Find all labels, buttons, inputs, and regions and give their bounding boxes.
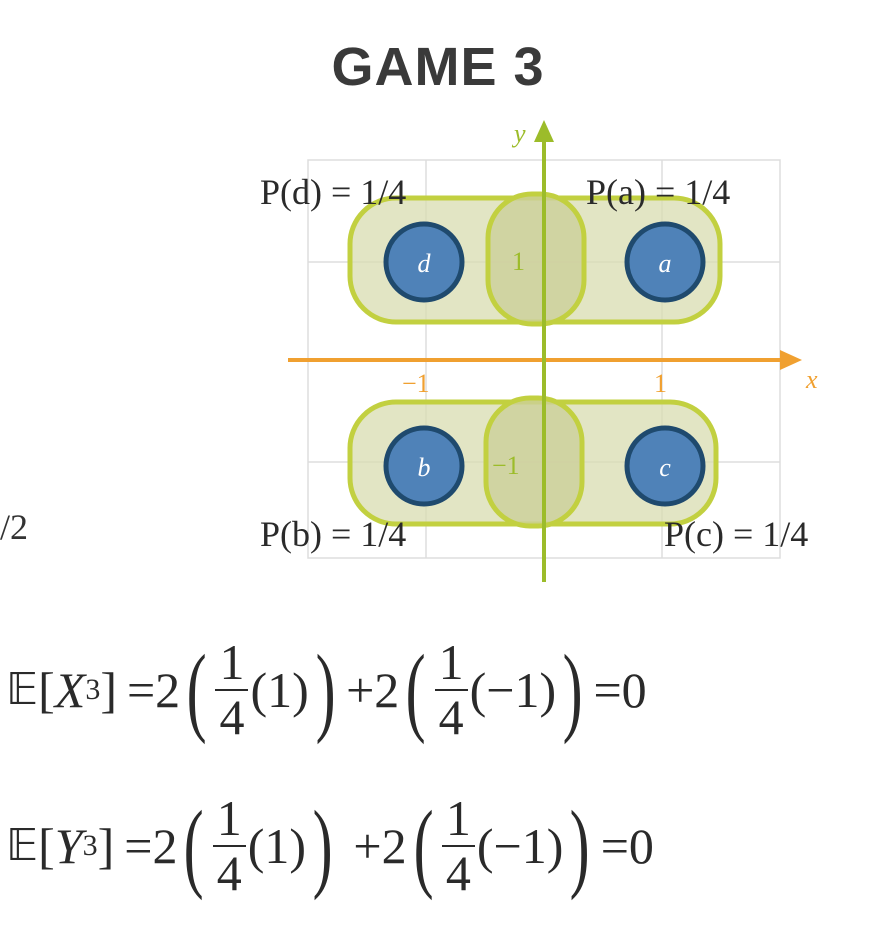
prob-b-label: P(b) = 1/4 bbox=[260, 514, 406, 554]
y-axis-arrow bbox=[534, 120, 554, 142]
eq-coef2: +2 bbox=[346, 661, 400, 718]
eq-coef: 2 bbox=[152, 817, 178, 874]
y-axis-label: y bbox=[511, 119, 526, 148]
point-d: d bbox=[383, 221, 465, 303]
point-a: a bbox=[624, 221, 706, 303]
point-b: b bbox=[383, 425, 465, 507]
point-c-label: c bbox=[659, 453, 671, 482]
x-tick-neg1: −1 bbox=[402, 369, 430, 398]
prob-d-label: P(d) = 1/4 bbox=[260, 172, 406, 212]
eq-arg2: (−1) bbox=[469, 661, 557, 718]
eq-variable: Y bbox=[54, 817, 83, 874]
prob-a-label: P(a) = 1/4 bbox=[586, 172, 730, 212]
y-tick-neg1: −1 bbox=[492, 451, 520, 480]
eq-arg: (1) bbox=[247, 817, 307, 874]
x-axis-arrow bbox=[780, 350, 802, 370]
y-tick-1: 1 bbox=[512, 247, 525, 276]
eq-variable: X bbox=[54, 661, 86, 718]
point-c: c bbox=[624, 425, 706, 507]
expectation-symbol: 𝔼 bbox=[6, 664, 39, 715]
eq-subscript: 3 bbox=[85, 672, 101, 706]
eq-coef2: +2 bbox=[353, 817, 407, 874]
eq-arg2: (−1) bbox=[476, 817, 564, 874]
eq-arg: (1) bbox=[250, 661, 309, 718]
point-d-label: d bbox=[418, 249, 432, 278]
x-tick-1: 1 bbox=[654, 369, 667, 398]
cropped-text: /2 bbox=[0, 507, 29, 547]
eq-result: =0 bbox=[600, 817, 654, 874]
point-b-label: b bbox=[418, 453, 431, 482]
x-axis-label: x bbox=[805, 365, 818, 394]
point-a-label: a bbox=[659, 249, 672, 278]
eq-coef: 2 bbox=[155, 661, 181, 718]
prob-c-label: P(c) = 1/4 bbox=[664, 514, 808, 554]
eq-subscript: 3 bbox=[82, 828, 98, 862]
game-title: GAME 3 bbox=[331, 37, 545, 97]
expectation-symbol: 𝔼 bbox=[6, 820, 39, 871]
eq-result: =0 bbox=[593, 661, 647, 718]
